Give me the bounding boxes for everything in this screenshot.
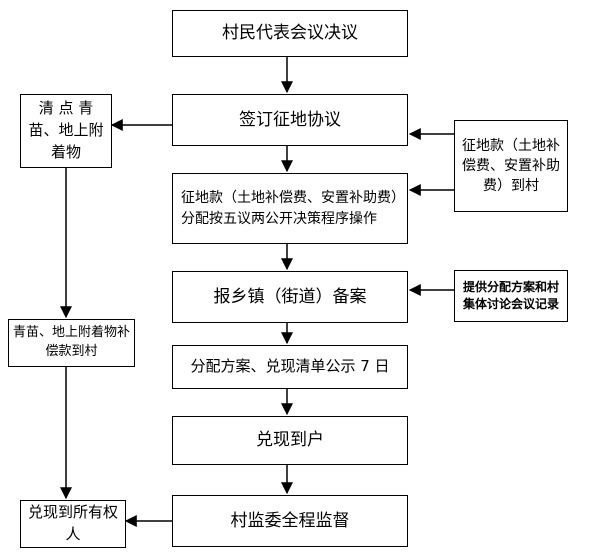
publicize-box: 分配方案、兑现清单公示 7 日 — [172, 345, 408, 389]
report-town-box: 报乡镇（街道）备案 — [172, 271, 408, 323]
provide-plan-box: 提供分配方案和村集体讨论会议记录 — [454, 270, 568, 322]
clear-crops-box: 清 点 青苗、地上附着物 — [20, 94, 112, 168]
clear-crops-label: 清 点 青苗、地上附着物 — [28, 99, 104, 161]
cash-to-household-label: 兑现到户 — [256, 430, 324, 451]
resolution-label: 村民代表会议决议 — [222, 23, 358, 44]
funds-to-village-box: 征地款（土地补偿费、安置补助费）到村 — [454, 120, 568, 212]
cash-to-owner-box: 兑现到所有权人 — [20, 500, 126, 548]
cash-to-owner-label: 兑现到所有权人 — [27, 503, 118, 543]
funds-to-village-label: 征地款（土地补偿费、安置补助费）到村 — [462, 137, 560, 195]
sign-agreement-box: 签订征地协议 — [172, 94, 408, 146]
crop-compensation-label: 青苗、地上附着物补偿款到村 — [13, 325, 131, 359]
distribution-rule-box: 征地款（土地补偿费、安置补助费）分配按五议两公开决策程序操作 — [172, 173, 408, 244]
sign-agreement-label: 签订征地协议 — [239, 109, 341, 130]
provide-plan-label: 提供分配方案和村集体讨论会议记录 — [462, 279, 559, 311]
crop-compensation-box: 青苗、地上附着物补偿款到村 — [8, 319, 135, 367]
supervision-label: 村监委全程监督 — [230, 510, 350, 531]
supervision-box: 村监委全程监督 — [172, 495, 408, 547]
report-town-label: 报乡镇（街道）备案 — [213, 286, 367, 307]
resolution-box: 村民代表会议决议 — [172, 10, 408, 57]
cash-to-household-box: 兑现到户 — [172, 416, 408, 465]
publicize-label: 分配方案、兑现清单公示 7 日 — [190, 357, 390, 376]
distribution-rule-label: 征地款（土地补偿费、安置补助费）分配按五议两公开决策程序操作 — [181, 190, 398, 227]
